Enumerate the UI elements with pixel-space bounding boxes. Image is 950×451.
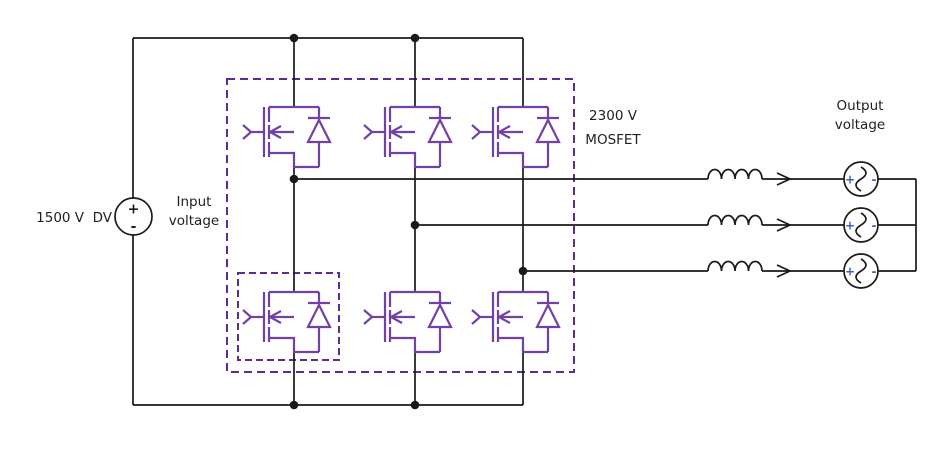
dc-source-polarity: + - bbox=[128, 202, 140, 236]
mosfet-bridge bbox=[241, 105, 561, 354]
annotation-boxes bbox=[226, 78, 575, 373]
dc-source-rating-label: 1500 V DV bbox=[36, 210, 113, 226]
junction-dots bbox=[289, 33, 528, 410]
mosfet-rating-label-line2: MOSFET bbox=[585, 132, 641, 148]
dc-source-circle bbox=[114, 197, 153, 236]
mosfet-top-leg-c bbox=[470, 105, 561, 169]
dc-plus-label: + bbox=[128, 202, 140, 218]
mosfet-bottom-leg-a bbox=[241, 290, 332, 354]
junction-dot bbox=[289, 33, 299, 43]
junction-dot bbox=[410, 33, 420, 43]
text-labels: 1500 V DV Input voltage 2300 V MOSFET Ou… bbox=[36, 98, 885, 229]
load-branch-phase-a bbox=[707, 161, 917, 197]
mosfet-top-leg-a bbox=[241, 105, 332, 169]
single-mosfet-highlight-box bbox=[237, 272, 340, 361]
mosfet-bridge-outline-box bbox=[226, 78, 575, 373]
junction-dot bbox=[518, 266, 528, 276]
mosfet-bottom-leg-b bbox=[362, 290, 453, 354]
junction-dot bbox=[410, 220, 420, 230]
output-voltage-label-line1: Output bbox=[837, 98, 884, 114]
output-voltage-label-line2: voltage bbox=[835, 117, 885, 133]
wiring bbox=[114, 37, 917, 406]
load-branch-phase-b bbox=[707, 207, 917, 243]
input-voltage-label-line2: voltage bbox=[169, 213, 219, 229]
load-branch-phase-c bbox=[707, 253, 917, 289]
dc-minus-label: - bbox=[131, 219, 137, 235]
mosfet-rating-label-line1: 2300 V bbox=[589, 108, 638, 124]
junction-dot bbox=[289, 400, 299, 410]
input-voltage-label-line1: Input bbox=[177, 194, 212, 210]
mosfet-top-leg-b bbox=[362, 105, 453, 169]
mosfet-bottom-leg-c bbox=[470, 290, 561, 354]
junction-dot bbox=[410, 400, 420, 410]
junction-dot bbox=[289, 174, 299, 184]
